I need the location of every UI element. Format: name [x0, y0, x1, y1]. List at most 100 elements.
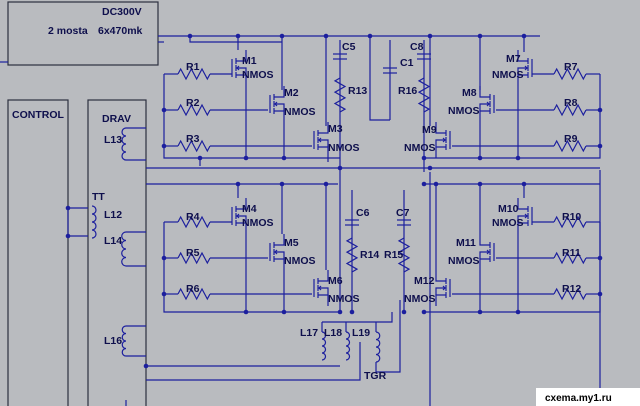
junction-dot [597, 107, 603, 113]
junction-dot [349, 309, 355, 315]
m12-transistor [435, 270, 446, 282]
m2-transistor [274, 86, 285, 98]
l14-label: L14 [104, 235, 122, 247]
m11-transistor [479, 251, 490, 259]
m6-label: M6 [328, 275, 343, 287]
l16-inductor [121, 325, 127, 357]
control-label: CONTROL [12, 109, 64, 121]
r9-label: R9 [564, 133, 578, 145]
c1-return [369, 36, 390, 121]
junction-dot [279, 33, 285, 39]
components [91, 50, 587, 363]
junction-dot [521, 33, 527, 39]
m9-transistor [435, 139, 446, 147]
supply-line2: 6x470mk [98, 25, 143, 37]
m10-label: M10 [498, 203, 519, 215]
m1-transistor [236, 67, 247, 75]
m8-transistor [479, 110, 490, 122]
m1-type: NMOS [242, 69, 274, 81]
junction-dot [515, 155, 521, 161]
r10-label: R10 [562, 211, 581, 223]
r3-label: R3 [186, 133, 200, 145]
junction-dot [235, 33, 241, 39]
l19-inductor [375, 331, 381, 363]
m4-transistor [236, 213, 240, 219]
l13-label: L13 [104, 134, 122, 146]
r13-resistor [333, 77, 347, 113]
m5-transistor [274, 258, 285, 270]
ll-source-bus [163, 222, 340, 313]
junction-dot [161, 291, 167, 297]
m8-transistor [479, 103, 490, 111]
l12-label: L12 [104, 209, 122, 221]
m7-label: M7 [506, 53, 521, 65]
junction-dot [597, 291, 603, 297]
tgr-top-tie [322, 312, 393, 323]
m5-transistor [274, 234, 285, 246]
m6-transistor [318, 285, 322, 291]
m9-transistor [435, 146, 446, 158]
r8-label: R8 [564, 97, 578, 109]
r13-label: R13 [348, 85, 367, 97]
r9-resistor [553, 139, 587, 153]
junction-dot [323, 181, 329, 187]
r16-resistor [417, 77, 431, 113]
l17-inductor [321, 331, 327, 361]
m8-transistor [479, 86, 490, 98]
m11-label: M11 [456, 237, 476, 249]
m12-label: M12 [414, 275, 435, 287]
m3-transistor [318, 122, 329, 134]
drav-box [87, 99, 147, 406]
m5-label: M5 [284, 237, 299, 249]
junction-dot [515, 309, 521, 315]
r6-resistor [177, 287, 211, 301]
m10-transistor [517, 198, 528, 210]
r11-resistor [553, 251, 587, 265]
junction-dot [65, 233, 71, 239]
m7-transistor [517, 50, 528, 62]
l17-label: L17 [300, 327, 318, 339]
m10-transistor [517, 215, 528, 223]
junction-dot [143, 363, 149, 369]
m3-transistor [318, 146, 329, 158]
m4-type: NMOS [242, 217, 274, 229]
m8-label: M8 [462, 87, 477, 99]
capacitor-labels: C1 C5 C6 C7 C8 [342, 41, 424, 219]
r15-label: R15 [384, 249, 403, 261]
resistor-labels: R1 R2 R3 R4 R5 R6 R7 R8 R9 R10 R11 R12 R… [186, 61, 581, 295]
junction-dot [243, 155, 249, 161]
m4-label: M4 [242, 203, 257, 215]
supply-line1: 2 mosta [48, 25, 88, 37]
m3-type: NMOS [328, 142, 360, 154]
r5-label: R5 [186, 247, 200, 259]
junction-dot [161, 143, 167, 149]
junction-dot [433, 181, 439, 187]
junction-dot [281, 309, 287, 315]
m5-type: NMOS [284, 255, 316, 267]
m4-transistor [236, 198, 247, 210]
r14-label: R14 [360, 249, 379, 261]
m6-transistor [318, 270, 329, 282]
r12-resistor [553, 287, 587, 301]
supply-title: DC300V [102, 6, 142, 18]
junction-dots [65, 33, 603, 369]
r4-label: R4 [186, 211, 200, 223]
r7-resistor [553, 67, 587, 81]
c7-label: C7 [396, 207, 410, 219]
m5-transistor [274, 249, 278, 255]
m1-transistor [236, 65, 240, 71]
drav-label: DRAV [102, 113, 131, 125]
m5-transistor [274, 251, 285, 259]
junction-dot [477, 155, 483, 161]
junction-dot [161, 107, 167, 113]
m9-transistor [435, 122, 446, 134]
r12-label: R12 [562, 283, 581, 295]
l19-label: L19 [352, 327, 370, 339]
junction-dot [281, 155, 287, 161]
junction-dot [235, 181, 241, 187]
watermark-text: cxema.my1.ru [545, 393, 612, 404]
c6-label: C6 [356, 207, 370, 219]
r6-label: R6 [186, 283, 200, 295]
l13-inductor [121, 127, 127, 161]
m8-type: NMOS [448, 105, 480, 117]
